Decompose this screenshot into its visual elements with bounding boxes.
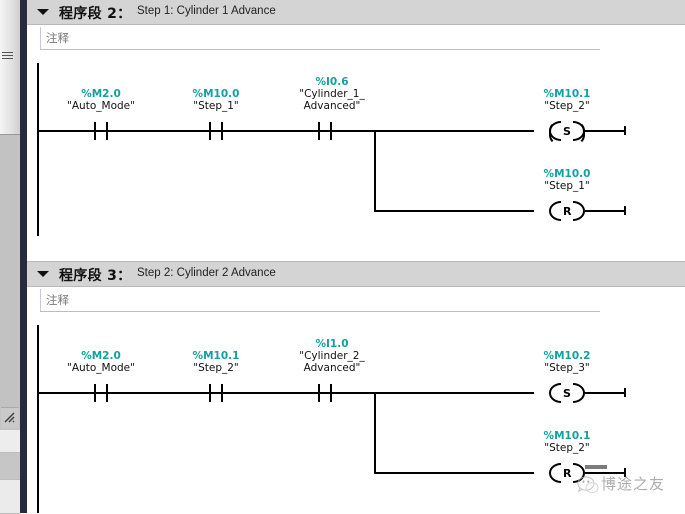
scrollbar-segment-2[interactable] xyxy=(0,453,20,480)
coil-wire-out-3-2 xyxy=(585,472,625,474)
coil-reset-3-2[interactable]: R xyxy=(549,463,585,483)
network-description-2: Step 1: Cylinder 1 Advance xyxy=(137,5,276,17)
coil-label-2-2: %M10.0 "Step_1" xyxy=(543,168,591,192)
rung-end-tick-2-2 xyxy=(624,206,626,215)
contact-no-3-3[interactable] xyxy=(318,384,332,402)
coil-label-2-1: %M10.1 "Step_2" xyxy=(543,88,591,112)
coil-wire-out-3-1 xyxy=(585,392,625,394)
scrollbar-track-top[interactable] xyxy=(0,0,21,135)
watermark-bar xyxy=(585,465,607,469)
rung-network-2: %M2.0 "Auto_Mode" %M10.0 "Step_1" %I0.6 … xyxy=(27,0,685,250)
branch-vertical-3 xyxy=(374,392,376,474)
network-header-3[interactable]: 程序段 3： Step 2: Cylinder 2 Advance xyxy=(27,262,685,287)
coil-op-letter: R xyxy=(563,205,572,218)
wechat-logo-icon xyxy=(577,475,599,495)
coil-label-3-2: %M10.1 "Step_2" xyxy=(543,430,591,454)
rung-end-tick-2-1 xyxy=(624,126,626,135)
contact-no-2-1[interactable] xyxy=(94,122,108,140)
watermark: 博途之友 xyxy=(573,465,681,501)
coil-op-letter: R xyxy=(563,467,572,480)
coil-wire-top-3 xyxy=(374,392,534,394)
comment-placeholder-2: 注释 xyxy=(46,31,69,45)
rung-end-tick-3-2 xyxy=(624,468,626,477)
left-gutter xyxy=(0,0,22,514)
network-divider xyxy=(27,261,685,262)
contact-label-2-2: %M10.0 "Step_1" xyxy=(192,88,240,112)
left-power-rail-2 xyxy=(37,63,39,236)
rung-network-3: %M2.0 "Auto_Mode" %M10.1 "Step_2" %I1.0 … xyxy=(27,262,685,513)
contact-no-2-2[interactable] xyxy=(209,122,223,140)
network-header-2[interactable]: 程序段 2： Step 1: Cylinder 1 Advance xyxy=(27,0,685,25)
contact-no-3-2[interactable] xyxy=(209,384,223,402)
main-wire-2 xyxy=(37,130,385,132)
network-title-2: 程序段 2： xyxy=(59,6,132,22)
contact-label-3-2: %M10.1 "Step_2" xyxy=(192,350,240,374)
coil-op-letter: S xyxy=(563,387,571,400)
gutter-divider xyxy=(20,0,22,513)
network-comment-2[interactable]: 注释 xyxy=(40,27,600,50)
scrollbar-segment-1[interactable] xyxy=(0,430,20,453)
coil-op-letter: S xyxy=(563,125,571,138)
branch-wire-2 xyxy=(374,210,534,212)
chevron-down-icon[interactable] xyxy=(37,271,49,277)
comment-left-border xyxy=(40,27,41,49)
network-description-3: Step 2: Cylinder 2 Advance xyxy=(137,267,276,279)
coil-label-3-1: %M10.2 "Step_3" xyxy=(543,350,591,374)
watermark-text: 博途之友 xyxy=(601,475,666,493)
coil-wire-out-2-2 xyxy=(585,210,625,212)
contact-label-3-1: %M2.0 "Auto_Mode" xyxy=(67,350,135,374)
comment-left-border xyxy=(40,289,41,311)
coil-set-3-1[interactable]: S xyxy=(549,383,585,403)
branch-wire-3 xyxy=(374,472,534,474)
scrollbar-segment-3[interactable] xyxy=(0,480,20,514)
coil-reset-2-2[interactable]: R xyxy=(549,201,585,221)
resize-grip-icon[interactable] xyxy=(1,407,19,428)
contact-label-3-3: %I1.0 "Cylinder_2_ Advanced" xyxy=(299,338,365,374)
vertical-scrollbar-thumb[interactable] xyxy=(0,135,20,407)
left-power-rail-3 xyxy=(37,325,39,513)
network-comment-3[interactable]: 注释 xyxy=(40,289,600,312)
ladder-canvas: 程序段 2： Step 1: Cylinder 1 Advance 注释 %M2… xyxy=(27,0,685,513)
comment-underline xyxy=(40,311,600,312)
comment-underline xyxy=(40,49,600,50)
contact-no-3-1[interactable] xyxy=(94,384,108,402)
coil-wire-top-2 xyxy=(374,130,534,132)
network-title-3: 程序段 3： xyxy=(59,268,132,284)
coil-wire-out-2-1 xyxy=(585,130,625,132)
coil-set-2-1[interactable]: S xyxy=(549,121,585,145)
editor-left-border xyxy=(22,0,27,513)
contact-label-2-1: %M2.0 "Auto_Mode" xyxy=(67,88,135,112)
contact-no-2-3[interactable] xyxy=(318,122,332,140)
chevron-down-icon[interactable] xyxy=(37,9,49,15)
rung-end-tick-3-1 xyxy=(624,388,626,397)
main-wire-3 xyxy=(37,392,385,394)
branch-vertical-2 xyxy=(374,130,376,212)
comment-placeholder-3: 注释 xyxy=(46,293,69,307)
drag-grip-icon[interactable] xyxy=(2,52,13,62)
contact-label-2-3: %I0.6 "Cylinder_1_ Advanced" xyxy=(299,76,365,112)
